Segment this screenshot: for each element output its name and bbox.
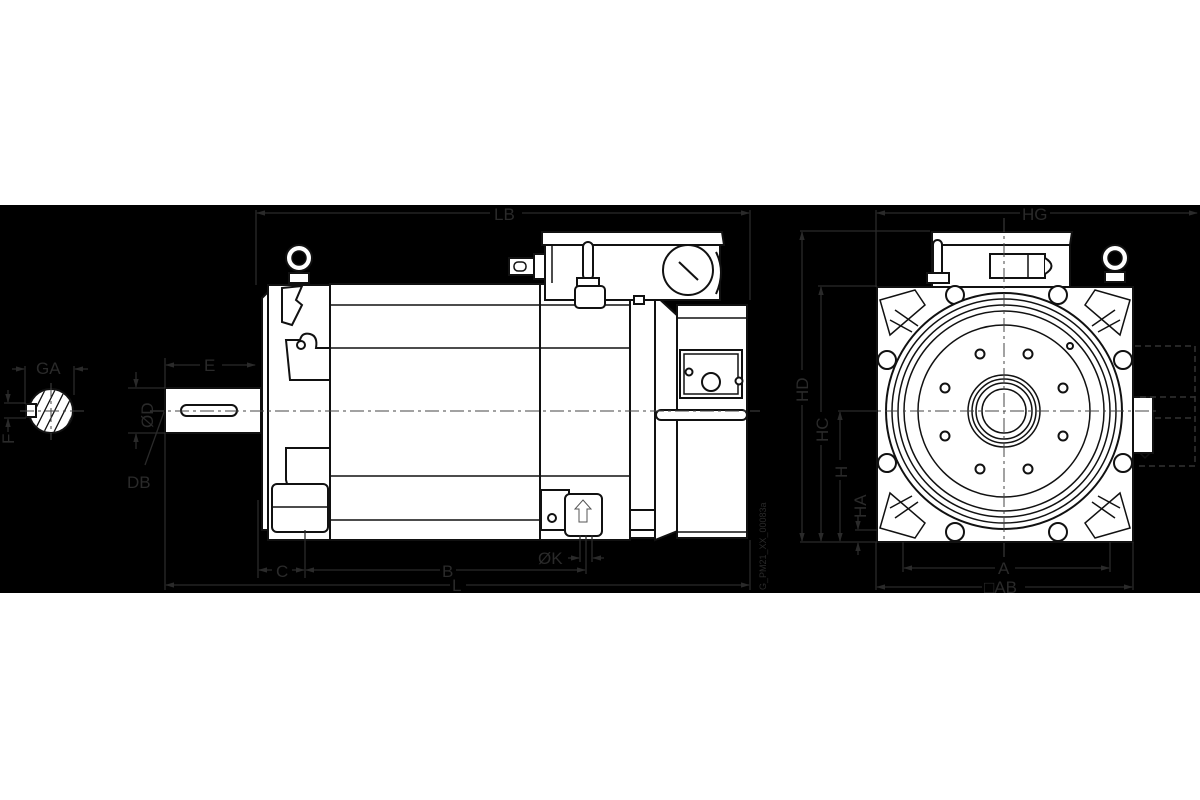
end-view-dimensions: HG HD HC H HA A □AB	[793, 205, 1198, 597]
dim-label-b: B	[442, 562, 453, 581]
motor-end-view	[860, 218, 1196, 560]
side-view-dimensions: LB E ØD DB L C B ØK	[127, 205, 768, 595]
drawing-id: G_PM21_XX_00083a	[758, 502, 768, 590]
dim-label-c: C	[276, 562, 288, 581]
eye-bolt-right	[1101, 244, 1129, 283]
dim-label-ab: □AB	[984, 578, 1017, 597]
dim-label-hc: HC	[813, 417, 832, 442]
motor-housing	[329, 283, 541, 541]
dim-label-f: F	[0, 434, 18, 444]
dim-label-e: E	[204, 356, 215, 375]
dim-label-l: L	[452, 576, 461, 595]
motor-side-view	[150, 231, 760, 542]
dim-label-db: DB	[127, 473, 151, 492]
dim-label-ha: HA	[851, 494, 870, 518]
dim-label-d: ØD	[138, 403, 157, 429]
terminal-box	[508, 231, 726, 309]
connector-block	[540, 489, 656, 537]
dim-label-lb: LB	[494, 205, 515, 224]
dim-label-h: H	[832, 466, 851, 478]
dim-label-k: ØK	[538, 549, 563, 568]
dim-label-hg: HG	[1022, 205, 1048, 224]
dim-label-hd: HD	[793, 377, 812, 402]
dim-label-a: A	[998, 559, 1010, 578]
encoder-cover	[676, 304, 748, 539]
eye-bolt-left	[285, 244, 313, 284]
shaft-cross-section: GA F	[0, 359, 88, 444]
dim-label-ga: GA	[36, 359, 61, 378]
